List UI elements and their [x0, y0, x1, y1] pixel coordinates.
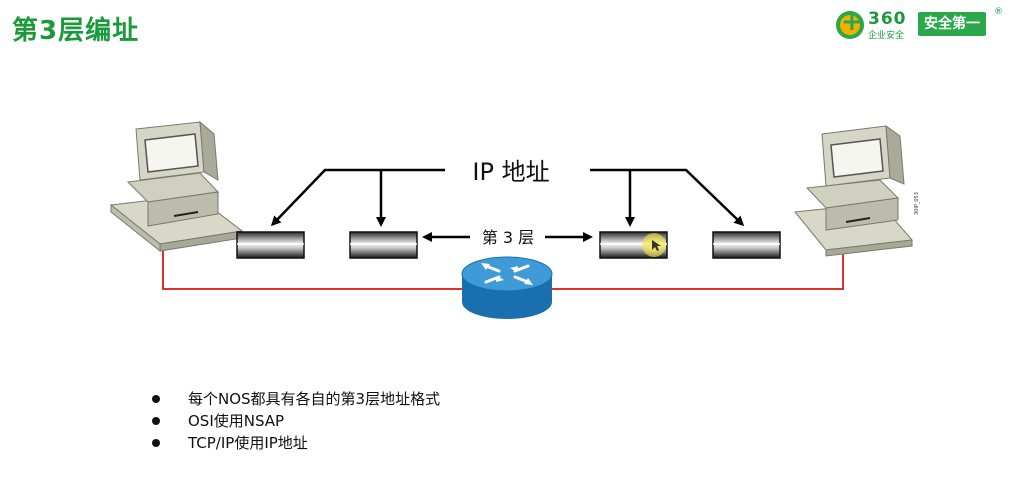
ip-arrow-left-outer [270, 168, 445, 227]
logo-slogan: 安全第一 [918, 12, 986, 36]
cursor-pointer-icon [652, 240, 661, 251]
logo-subtext: 企业安全 [868, 31, 905, 41]
layer3-label: 第 3 层 [482, 228, 534, 247]
logo-circle-icon [836, 11, 864, 39]
bullet-item: TCP/IP使用IP地址 [152, 432, 440, 454]
left-computer-icon [109, 120, 244, 253]
bullet-item: OSI使用NSAP [152, 410, 440, 432]
ip-arrow-right-outer [590, 168, 745, 227]
logo-plus-icon: + [841, 7, 863, 37]
address-card-1 [236, 231, 305, 259]
network-cable [552, 243, 844, 290]
brand-logo: + 360 企业安全 安全第一 ® [836, 7, 1016, 43]
address-card-4 [712, 231, 781, 259]
registered-mark: ® [994, 7, 1003, 17]
bullet-item: 每个NOS都具有各自的第3层地址格式 [152, 388, 440, 410]
logo-number: 360 [868, 9, 907, 29]
ip-address-label: IP 地址 [472, 158, 549, 186]
address-card-2 [349, 231, 418, 259]
network-cable [162, 243, 462, 290]
slide-title: 第3层编址 [12, 16, 140, 46]
figure-code: 30IP_053 [914, 192, 920, 215]
right-computer-icon [794, 124, 913, 257]
router-icon [461, 256, 553, 319]
bullet-list: 每个NOS都具有各自的第3层地址格式 OSI使用NSAP TCP/IP使用IP地… [152, 388, 440, 454]
